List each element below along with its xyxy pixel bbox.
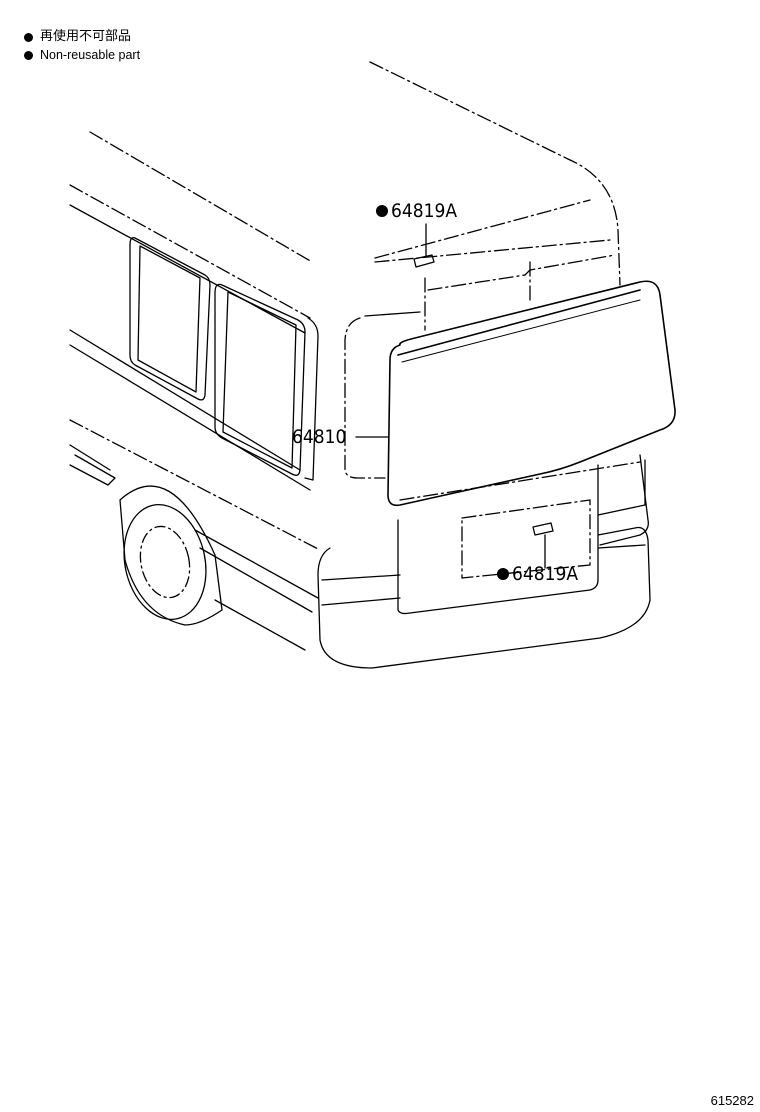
- lower-clip: [532, 522, 554, 569]
- legend-text-en: Non-reusable part: [40, 48, 141, 62]
- legend-row-ja: 再使用不可部品: [24, 28, 140, 46]
- callout-bottom-clip-label: 64819A: [512, 563, 579, 585]
- callout-bottom-clip: 64819A: [497, 563, 578, 585]
- upper-clip: [413, 223, 435, 268]
- roof-outline: [89, 61, 621, 286]
- side-molding: [69, 454, 319, 651]
- callout-glass: 64810: [292, 426, 346, 448]
- legend-row-en: Non-reusable part: [24, 46, 140, 64]
- callout-glass-label: 64810: [292, 426, 347, 448]
- side-body: [69, 184, 321, 551]
- drawing-id: 615282: [710, 1093, 754, 1108]
- callout-top-clip: 64819A: [376, 200, 457, 222]
- non-reusable-bullet-icon: [376, 205, 388, 217]
- side-windows: [129, 237, 319, 481]
- callout-top-clip-label: 64819A: [391, 200, 458, 222]
- rear-bumper: [317, 526, 651, 669]
- legend: 再使用不可部品 Non-reusable part: [24, 28, 140, 64]
- bullet-icon: [24, 32, 33, 42]
- bullet-icon: [24, 50, 33, 60]
- rear-window-glass: [387, 280, 676, 507]
- rear-wheel: [119, 485, 223, 626]
- non-reusable-bullet-icon: [497, 568, 509, 580]
- rear-body: [344, 254, 649, 615]
- legend-text-ja: 再使用不可部品: [40, 29, 132, 44]
